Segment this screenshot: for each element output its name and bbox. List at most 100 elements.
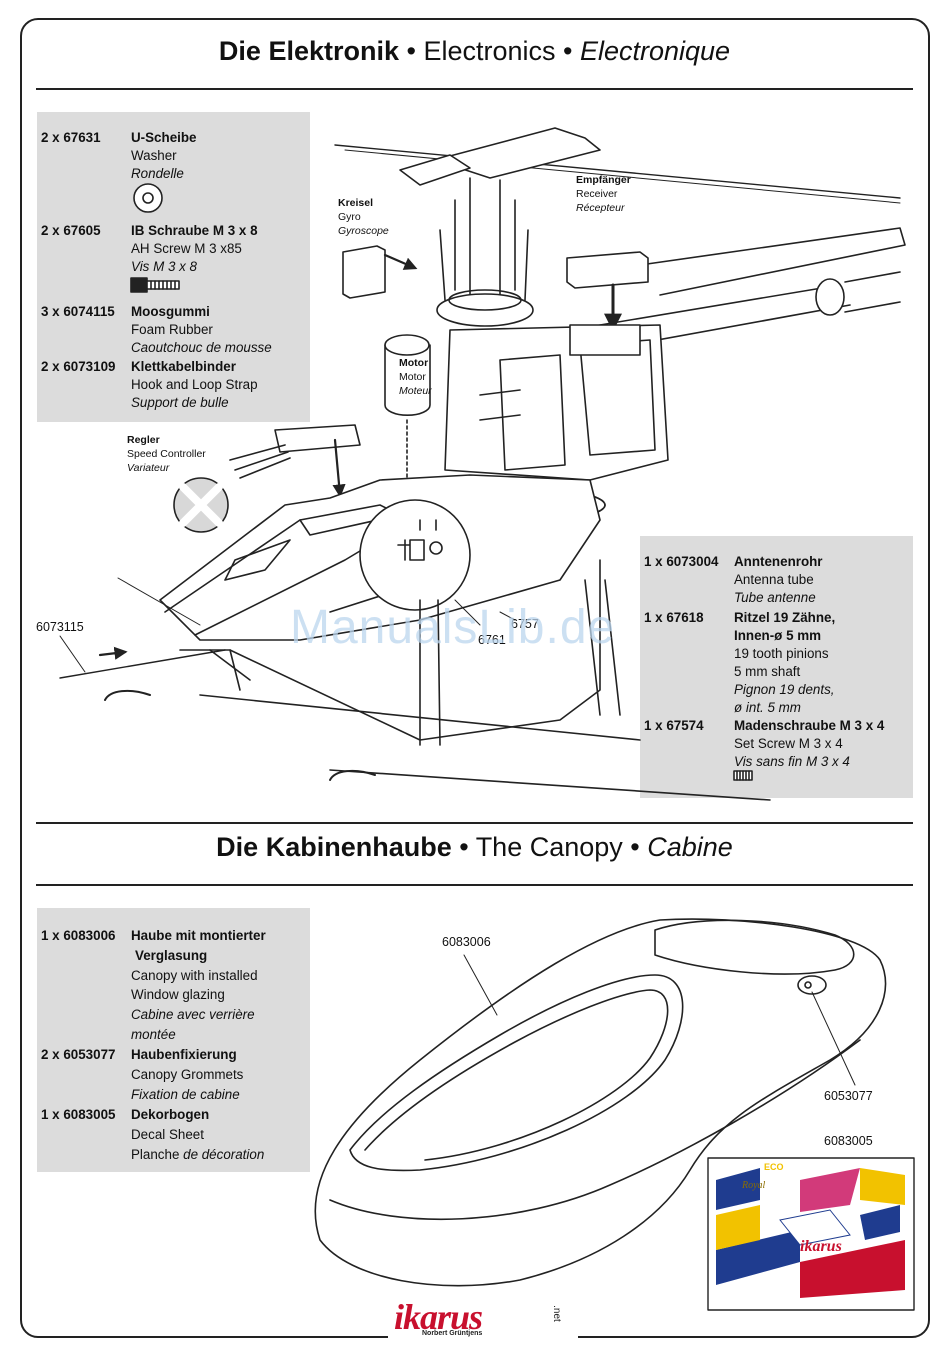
title-sep: • [398,36,424,66]
part-number-pinion: 6761 [478,633,506,647]
title-fr: Cabine [647,832,733,862]
decal-ikarus: ikarus [800,1238,842,1255]
callout-de: Empfänger [576,174,631,186]
part-qty: 1 x 67618 [644,610,704,625]
callout-fr: Gyroscope [338,225,389,237]
part-qty: 2 x 67605 [41,223,101,238]
antenna-tube [59,649,226,679]
callout-de: Regler [127,434,160,446]
part-name-en: AH Screw M 3 x85 [131,241,242,256]
motor [384,344,431,417]
part-name-fr: Pignon 19 dents, [734,682,835,697]
part-name-de: Madenschraube M 3 x 4 [734,718,885,733]
title-sep: • [555,36,580,66]
rotor-blade-line [334,144,901,199]
title-fr: Electronique [579,36,731,66]
part-name-en: Foam Rubber [131,322,213,337]
part-name-fr: Vis sans fin M 3 x 4 [734,754,850,769]
set-screw-icon [733,770,753,781]
title-sep: • [451,832,476,862]
parts-list-canopy [37,908,310,1172]
washer-hole-icon [142,192,154,204]
part-name-de: Haube mit montierter [131,928,266,943]
parts-list-electronics [37,112,310,422]
decal-royal: Royal [742,1180,766,1191]
logo-net: .net [550,1305,562,1322]
part-name-en: Decal Sheet [131,1126,204,1142]
part-qty: 1 x 6083006 [41,928,116,943]
part-name-en: Hook and Loop Strap [131,377,258,392]
gyro-unit [342,245,386,299]
part-name-en: Washer [131,148,177,163]
speed-controller [274,424,361,453]
part-name-en: Canopy Grommets [131,1066,244,1082]
section-title-electronics: Die Elektronik • Electronics • Electroni… [36,36,913,67]
callout-en: Gyro [338,211,361,223]
part-name-de: Innen-ø 5 mm [734,628,822,643]
part-qty: 1 x 67574 [644,718,704,733]
part-name-de: U-Scheibe [131,130,197,145]
skid-tube [199,694,771,801]
logo-word: ikarus [394,1297,483,1337]
title-de: Die Kabinenhaube [216,832,452,862]
part-qty: 1 x 6073004 [644,554,719,569]
heading-rule-top [36,822,913,824]
part-number-decal: 6083005 [824,1134,873,1148]
part-name-fr: Cabine avec verrière [131,1007,255,1023]
part-name-fr: Vis M 3 x 8 [131,259,197,274]
rotor-head [434,127,601,179]
part-qty: 3 x 6074115 [41,304,115,319]
canopy-grommet [797,975,827,995]
callout-fr: Moteur [399,385,432,397]
heading-rule-bottom [36,884,913,886]
callout-en: Motor [399,371,426,383]
part-name-fr: Tube antenne [734,590,816,605]
part-name-de: IB Schraube M 3 x 8 [131,223,258,238]
part-name-de: Klettkabelbinder [131,359,236,374]
logo-sub: Norbert Grüntjens [422,1330,483,1337]
part-name-de: Moosgummi [131,304,210,319]
callout-de: Motor [399,357,429,369]
ikarus-logo: ikarus Norbert Grüntjens .net [388,1296,578,1340]
part-name-en: 19 tooth pinions [734,646,829,661]
part-name-en: Set Screw M 3 x 4 [734,736,843,751]
title-de: Die Elektronik [218,36,399,66]
title-en: Electronics [423,36,556,66]
tail-fin [639,227,906,296]
part-name-de: Ritzel 19 Zähne, [734,610,836,625]
section-title-canopy: Die Kabinenhaube • The Canopy • Cabine [36,832,913,863]
part-name-fr: Caoutchouc de mousse [131,340,272,355]
part-name-en: 5 mm shaft [734,664,801,679]
part-name-fr: Fixation de cabine [131,1086,240,1102]
part-name-de: Dekorbogen [131,1107,210,1122]
callout-de: Kreisel [338,197,374,209]
part-qty: 2 x 6053077 [41,1047,116,1062]
part-name-en: Antenna tube [734,572,814,587]
heading-rule-top [36,88,913,90]
part-number-grommet: 6053077 [824,1089,873,1103]
part-name-de: Anntenenrohr [734,554,823,569]
part-name-fr: Rondelle [131,166,184,181]
part-qty: 2 x 6073109 [41,359,116,374]
receiver-unit [566,251,649,289]
part-name-de: Verglasung [135,947,208,963]
part-number-canopy: 6083006 [442,935,491,949]
part-name-fr: ø int. 5 mm [734,700,801,715]
part-name-de: Haubenfixierung [131,1047,237,1062]
part-number-pinion: 6757 [511,617,539,631]
part-name-fr: Planche [131,1146,184,1162]
callout-en: Receiver [576,188,618,200]
washer-icon [133,183,163,213]
part-name-fr: montée [131,1026,176,1042]
part-qty: 1 x 6083005 [41,1107,116,1122]
part-qty: 2 x 67631 [41,130,101,145]
title-sep: • [622,832,648,862]
screw-icon [130,277,180,293]
part-name-en: Canopy with installed [131,967,258,983]
watermark: ManualsLib.de [290,601,616,654]
title-en: The Canopy [475,832,623,862]
